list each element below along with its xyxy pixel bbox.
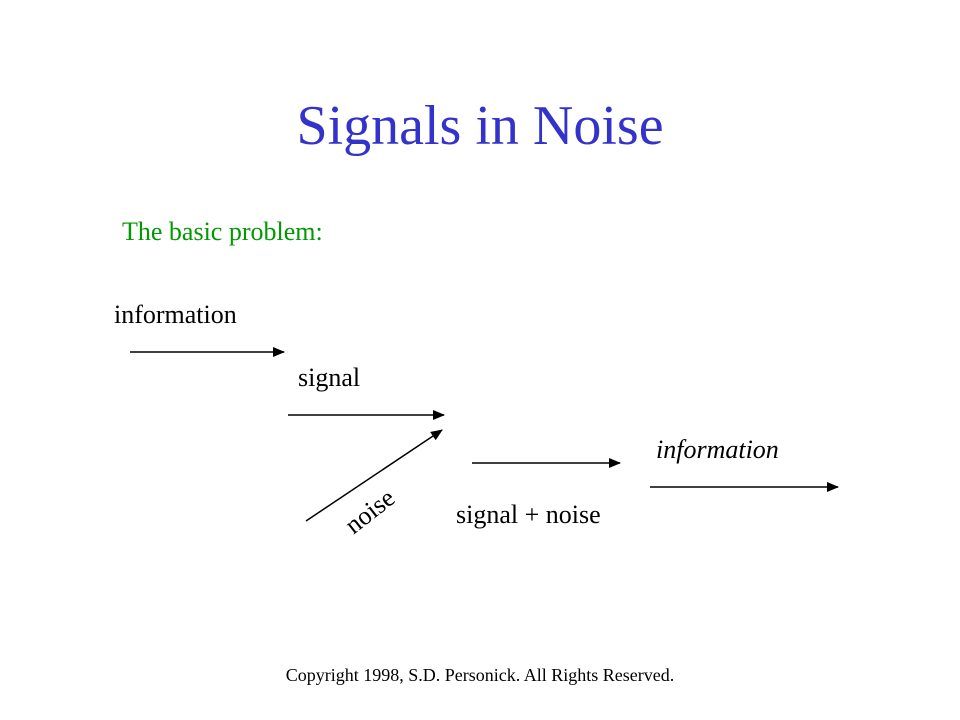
- signal-plus-noise-label: signal + noise: [456, 500, 601, 529]
- copyright-footer: Copyright 1998, S.D. Personick. All Righ…: [285, 665, 675, 685]
- slide-title: Signals in Noise: [296, 95, 664, 157]
- slide-subtitle: The basic problem:: [122, 217, 323, 246]
- information-output-label: information: [656, 435, 779, 464]
- signal-label: signal: [298, 363, 361, 392]
- noise-arrow: [305, 429, 443, 522]
- information-label: information: [114, 300, 237, 329]
